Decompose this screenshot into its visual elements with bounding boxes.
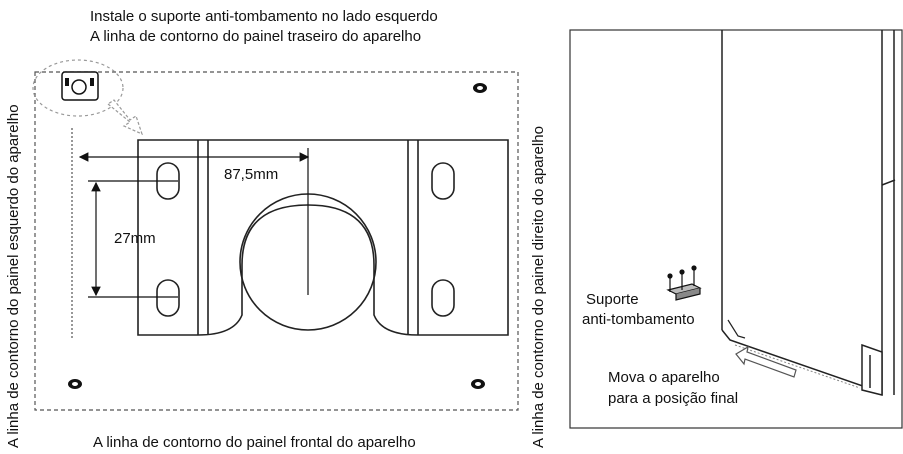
right-side-label: A linha de contorno do painel direito do… xyxy=(530,126,547,448)
anti-tip-bracket-icon xyxy=(666,265,702,301)
dim-vertical-label: 27mm xyxy=(114,230,156,247)
bracket-thumbnail xyxy=(32,59,143,136)
appliance-side-view xyxy=(721,30,896,396)
bottom-label: A linha de contorno do painel frontal do… xyxy=(93,434,416,451)
move-label-line2: para a posição final xyxy=(608,390,739,407)
dimension-27 xyxy=(88,180,178,298)
rear-panel-outline xyxy=(34,71,519,411)
dim-horizontal-label: 87,5mm xyxy=(224,166,279,183)
dimension-87-5 xyxy=(78,148,310,295)
corner-holes xyxy=(68,83,487,389)
left-side-label: A linha de contorno do painel esquerdo d… xyxy=(5,104,22,448)
move-label-line1: Mova o aparelho xyxy=(608,369,720,386)
bracket-label-line1: Suporte xyxy=(586,291,639,308)
install-scene-frame xyxy=(569,29,903,429)
top-note-line2: A linha de contorno do painel traseiro d… xyxy=(90,28,422,45)
move-direction-arrow-icon xyxy=(735,345,797,378)
bracket-label-line2: anti-tombamento xyxy=(582,311,695,328)
top-note-line1: Instale o suporte anti-tombamento no lad… xyxy=(90,8,438,25)
large-bracket xyxy=(137,139,509,336)
